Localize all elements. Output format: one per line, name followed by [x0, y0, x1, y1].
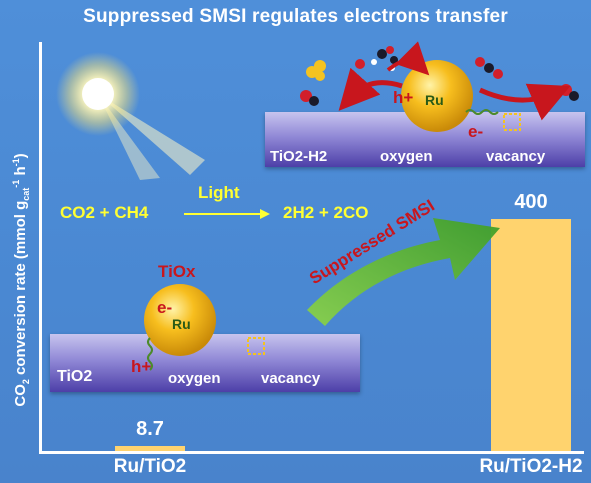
sun-icon — [56, 52, 205, 180]
scheme-left-metal-label: Ru — [172, 316, 191, 332]
scheme-right-electron-label: e- — [468, 122, 484, 141]
scheme-right-particle — [300, 41, 579, 132]
reaction-arrow-icon — [184, 209, 270, 219]
y-label-sup-2: -1 — [11, 158, 21, 167]
reaction-light-label: Light — [198, 183, 240, 202]
bar-value-label-ru-tio2: 8.7 — [136, 417, 164, 440]
scheme-left-oxygen-label: oxygen — [168, 370, 221, 387]
scheme-left-electron-label: e- — [157, 298, 173, 317]
x-axis-line — [39, 451, 584, 454]
scheme-right-metal-label: Ru — [425, 92, 444, 108]
reaction-reactants: CO2 + CH4 — [60, 203, 149, 222]
y-axis-label: CO2 conversion rate (mmol gcat-1 h-1) — [6, 120, 36, 440]
y-label-h: h — [12, 166, 29, 180]
scheme-left-vacancy-label: vacancy — [261, 370, 321, 387]
scheme-right-hole-label: h+ — [393, 88, 414, 107]
scheme-right-vacancy-label: vacancy — [486, 148, 546, 165]
y-label-prefix: CO — [12, 384, 29, 407]
x-tick-label-ru-tio2-h2: Ru/TiO2-H2 — [479, 456, 583, 477]
scheme-left-particle — [144, 284, 265, 371]
y-label-sup-1: -1 — [11, 179, 21, 188]
bar-value-label-ru-tio2-h2: 400 — [514, 191, 548, 213]
y-label-end: ) — [12, 153, 29, 159]
y-label-sub-2: 2 — [21, 379, 31, 385]
figure-title: Suppressed SMSI regulates electrons tran… — [83, 6, 508, 27]
scheme-left-support-label: TiO2 — [57, 368, 93, 385]
y-label-sub-cat: cat — [21, 187, 31, 201]
y-axis-label-text: CO2 conversion rate (mmol gcat-1 h-1) — [11, 153, 31, 406]
scheme-right-support-label: TiO2-H2 — [270, 148, 328, 165]
scheme-left-overlayer-label: TiOx — [158, 262, 196, 281]
scheme-left-hole-label: h+ — [131, 357, 152, 376]
x-tick-label-ru-tio2: Ru/TiO2 — [113, 456, 187, 477]
bar-ru-tio2-h2 — [491, 219, 571, 451]
y-label-mid: conversion rate (mmol g — [12, 200, 29, 380]
y-axis-line — [39, 42, 42, 454]
suppressed-smsi-arrow-icon — [307, 218, 500, 326]
bar-ru-tio2 — [115, 445, 185, 451]
scheme-right-oxygen-label: oxygen — [380, 148, 433, 165]
reaction-products: 2H2 + 2CO — [283, 203, 369, 222]
